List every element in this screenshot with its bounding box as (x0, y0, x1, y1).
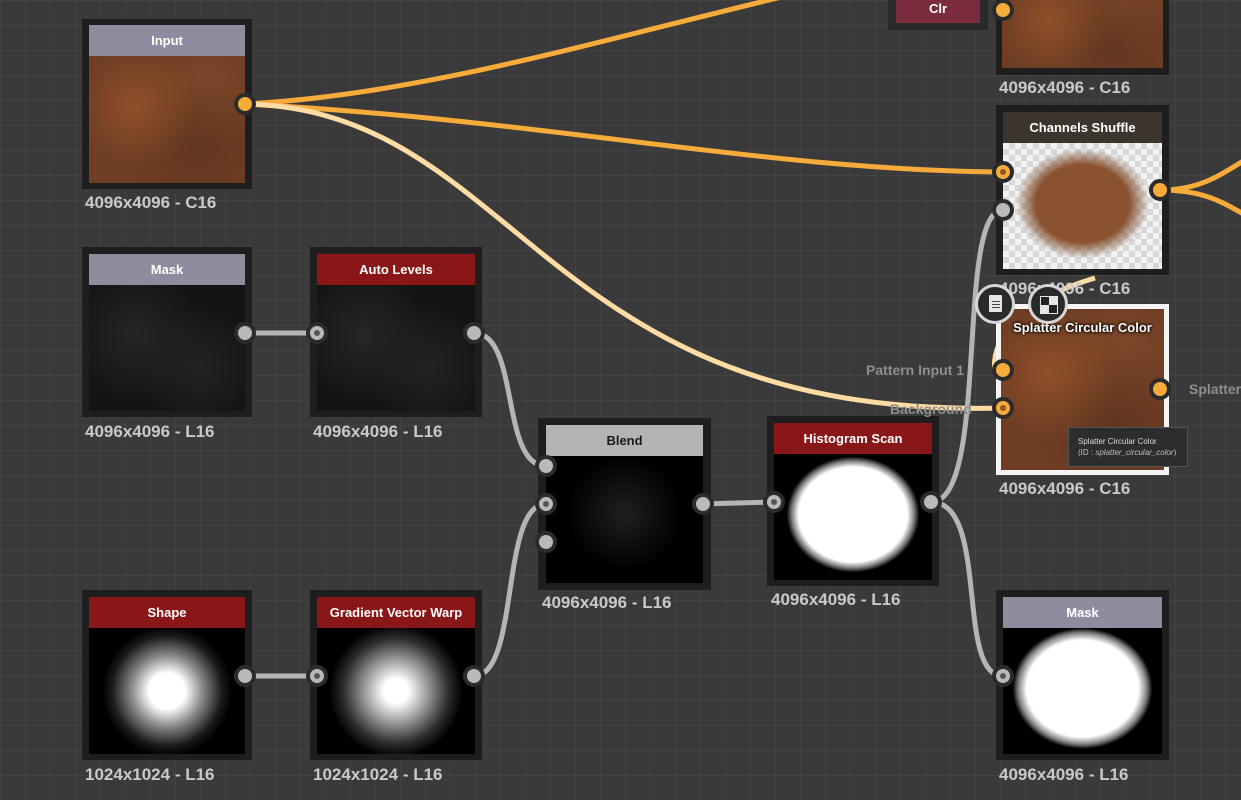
input-node[interactable]: Input (82, 19, 252, 189)
auto-levels-node[interactable]: Auto Levels (310, 247, 482, 417)
auto-levels-input-port[interactable] (306, 322, 328, 344)
wire-input-to-channels-shuffle (244, 101, 1004, 175)
gvw-input-port[interactable] (306, 665, 328, 687)
auto-levels-output-port[interactable] (463, 322, 485, 344)
gradient-vector-warp-node[interactable]: Gradient Vector Warp (310, 590, 482, 760)
node-title: Mask (89, 254, 245, 285)
node-size-label: 4096x4096 - C16 (999, 479, 1131, 498)
node-preview-thumbnail (1002, 0, 1163, 68)
shuffle-input-2-port[interactable] (992, 199, 1014, 221)
node-preview-thumbnail (546, 456, 703, 583)
wire-gvw-to-blend (473, 501, 547, 679)
shape-output-port[interactable] (234, 665, 256, 687)
clr-output-port[interactable] (992, 0, 1014, 21)
channels-shuffle-node[interactable]: Channels Shuffle (996, 105, 1169, 275)
document-button[interactable] (975, 284, 1015, 324)
gvw-output-port[interactable] (463, 665, 485, 687)
blend-background-port[interactable] (535, 493, 557, 515)
node-title: Channels Shuffle (1003, 112, 1162, 143)
wire-histogram-to-mask (930, 499, 1004, 679)
node-preview-thumbnail (89, 56, 245, 183)
mask-bottom-input-port[interactable] (992, 665, 1014, 687)
splatter-title-overlay: Splatter Circular Color (1013, 320, 1152, 335)
blend-foreground-port[interactable] (535, 455, 557, 477)
blend-output-port[interactable] (692, 493, 714, 515)
histogram-scan-node[interactable]: Histogram Scan (767, 416, 939, 586)
node-preview-thumbnail (1003, 628, 1162, 754)
clr-node[interactable]: Clr (888, 0, 988, 30)
node-title: Auto Levels (317, 254, 475, 285)
blend-mask-port[interactable] (535, 531, 557, 553)
mask-output-port[interactable] (234, 322, 256, 344)
node-title: Clr (896, 0, 980, 23)
node-size-label: 4096x4096 - L16 (999, 765, 1129, 784)
wire-auto-levels-to-blend (473, 330, 547, 469)
node-title: Blend (546, 425, 703, 456)
wire-shuffle-output-right-2 (1159, 187, 1241, 216)
wire-histogram-to-shuffle (930, 207, 1004, 505)
histogram-input-port[interactable] (763, 491, 785, 513)
tooltip-id: (ID : splatter_circular_color) (1078, 448, 1177, 457)
tooltip-title: Splatter Circular Color (1078, 437, 1157, 446)
node-size-label: 1024x1024 - L16 (313, 765, 443, 784)
checker-button[interactable] (1028, 284, 1068, 324)
splatter-output-port[interactable] (1149, 378, 1171, 400)
shape-node[interactable]: Shape (82, 590, 252, 760)
wire-input-to-clr (244, 0, 780, 107)
node-size-label: 4096x4096 - L16 (85, 422, 215, 441)
node-tooltip: Splatter Circular Color (ID : splatter_c… (1068, 427, 1188, 467)
node-size-label: 4096x4096 - C16 (999, 78, 1131, 97)
node-preview-thumbnail (317, 285, 475, 411)
splatter-output-label: Splatter (1189, 381, 1241, 397)
node-preview-thumbnail (89, 628, 245, 754)
input-output-port[interactable] (234, 93, 256, 115)
node-size-label: 4096x4096 - C16 (85, 193, 217, 212)
wire-blend-to-histogram (702, 499, 775, 507)
node-preview-thumbnail (89, 285, 245, 411)
node-title: Mask (1003, 597, 1162, 628)
node-title: Histogram Scan (774, 423, 932, 454)
splatter-background-input-port[interactable] (992, 397, 1014, 419)
node-size-label: 4096x4096 - L16 (771, 590, 901, 609)
blend-node[interactable]: Blend (538, 418, 711, 590)
node-preview-thumbnail (317, 628, 475, 754)
node-preview-thumbnail (1003, 143, 1162, 269)
splatter-pattern-input-port[interactable] (992, 359, 1014, 381)
mask-node-bottom[interactable]: Mask (996, 590, 1169, 760)
node-size-label: 4096x4096 - L16 (313, 422, 443, 441)
pattern-input-label: Pattern Input 1 (866, 362, 965, 378)
node-size-label: 4096x4096 - L16 (542, 593, 672, 612)
checker-icon (1040, 296, 1058, 314)
shuffle-output-port[interactable] (1149, 179, 1171, 201)
clr-output-node[interactable] (996, 0, 1169, 75)
wire-shuffle-output-right (1159, 159, 1241, 193)
node-title: Shape (89, 597, 245, 628)
node-title: Gradient Vector Warp (317, 597, 475, 628)
node-preview-thumbnail (774, 454, 932, 580)
mask-node-top[interactable]: Mask (82, 247, 252, 417)
shuffle-input-1-port[interactable] (992, 161, 1014, 183)
background-input-label: Background (890, 401, 972, 417)
wire-input-to-splatter-background (244, 101, 1004, 411)
node-title: Input (89, 25, 245, 56)
document-lines (992, 301, 1000, 309)
histogram-output-port[interactable] (920, 491, 942, 513)
node-size-label: 1024x1024 - L16 (85, 765, 215, 784)
